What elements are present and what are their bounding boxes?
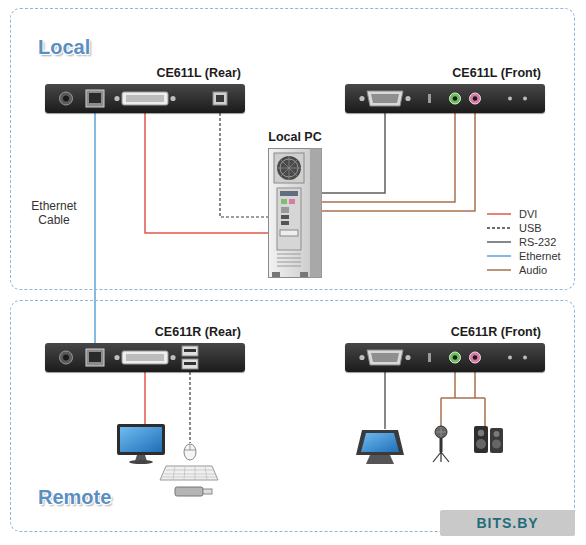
device-drawing: [45, 84, 245, 113]
speaker-woofer: [492, 440, 501, 449]
dvi-wire: [144, 372, 146, 424]
rs232-cable: [322, 113, 385, 193]
device-drawing: [268, 148, 322, 278]
rs232-wire: [384, 372, 386, 429]
monitor-base: [129, 460, 153, 464]
touchscreen-base: [366, 455, 394, 464]
region-band: LocalCE611L (Rear) CE611L (Front) Local PC: [10, 8, 575, 290]
speaker: [474, 426, 488, 453]
monitor-screen: [120, 427, 162, 452]
keyboard: [160, 466, 218, 480]
legend: DVIUSBRS-232EthernetAudio: [486, 207, 561, 277]
legend-line: [487, 213, 511, 215]
audio-cable: [322, 113, 475, 211]
device-name: CE611L (Front): [452, 66, 541, 81]
keyboard-mouse-icon: [160, 444, 218, 480]
microphone-tripod: [433, 452, 449, 462]
legend-line: [487, 269, 511, 271]
mouse-button: [184, 444, 196, 450]
speaker-woofer: [476, 439, 486, 449]
extender-unit: CE611R (Rear): [45, 343, 245, 372]
ethernet-cable: [94, 113, 96, 343]
legend-row: USB: [486, 221, 561, 235]
device-drawing: [45, 343, 245, 372]
speakers-icon: [474, 426, 503, 453]
microphone-icon: [433, 426, 449, 462]
legend-line: [487, 227, 511, 229]
device-drawing: [345, 84, 545, 113]
audio-cable: [322, 113, 455, 202]
pc-tower: Local PC: [268, 148, 322, 278]
microphone-mesh: [436, 427, 446, 437]
usb-wire: [189, 372, 190, 443]
device-name: Local PC: [268, 130, 322, 145]
device-name: CE611L (Rear): [156, 66, 241, 81]
usb-cable: [220, 113, 268, 217]
legend-line-sample: [486, 265, 512, 275]
watermark: BITS.BY: [440, 510, 575, 536]
legend-text: USB: [519, 222, 542, 235]
keyboard-keys: [162, 466, 216, 480]
touchscreen-screen: [361, 433, 399, 452]
legend-row: Ethernet: [486, 249, 561, 263]
legend-line-sample: [486, 237, 512, 247]
device-drawing: [345, 343, 545, 372]
legend-text: Audio: [519, 264, 547, 277]
device-name: CE611R (Front): [451, 325, 541, 340]
monitor-icon: [117, 424, 165, 464]
mouse: [184, 444, 196, 460]
speaker: [490, 428, 503, 453]
touchscreen-frame: [356, 430, 404, 455]
region-band: Remote CE611R (Rear) CE611R (Front): [10, 300, 575, 532]
audio-wire: [441, 372, 485, 426]
touchscreen-icon: [356, 430, 404, 464]
cable-label: Ethernet Cable: [23, 198, 85, 228]
legend-line-sample: [486, 209, 512, 219]
legend-line: [487, 255, 511, 257]
legend-row: DVI: [486, 207, 561, 221]
legend-text: RS-232: [519, 236, 556, 249]
legend-line-sample: [486, 251, 512, 261]
extender-unit: CE611L (Front): [345, 84, 545, 113]
legend-text: DVI: [519, 208, 537, 221]
usb-stick-body: [175, 487, 203, 496]
speaker-tweeter: [478, 430, 484, 436]
dvi-cable: [145, 113, 268, 233]
microphone-stand: [440, 438, 443, 452]
extender-unit: CE611R (Front): [345, 343, 545, 372]
usb-stick-plug: [203, 489, 212, 494]
region-label: Remote: [38, 485, 111, 509]
monitor-bezel: [117, 424, 165, 455]
microphone-head: [435, 426, 447, 438]
legend-line-sample: [486, 223, 512, 233]
legend-text: Ethernet: [519, 250, 561, 263]
legend-row: Audio: [486, 263, 561, 277]
legend-row: RS-232: [486, 235, 561, 249]
device-name: CE611R (Rear): [155, 325, 241, 340]
extender-unit: CE611L (Rear): [45, 84, 245, 113]
region-label: Local: [38, 35, 90, 59]
speaker-tweeter: [494, 431, 500, 437]
legend-line: [487, 241, 511, 243]
usb-stick-icon: [175, 487, 212, 496]
